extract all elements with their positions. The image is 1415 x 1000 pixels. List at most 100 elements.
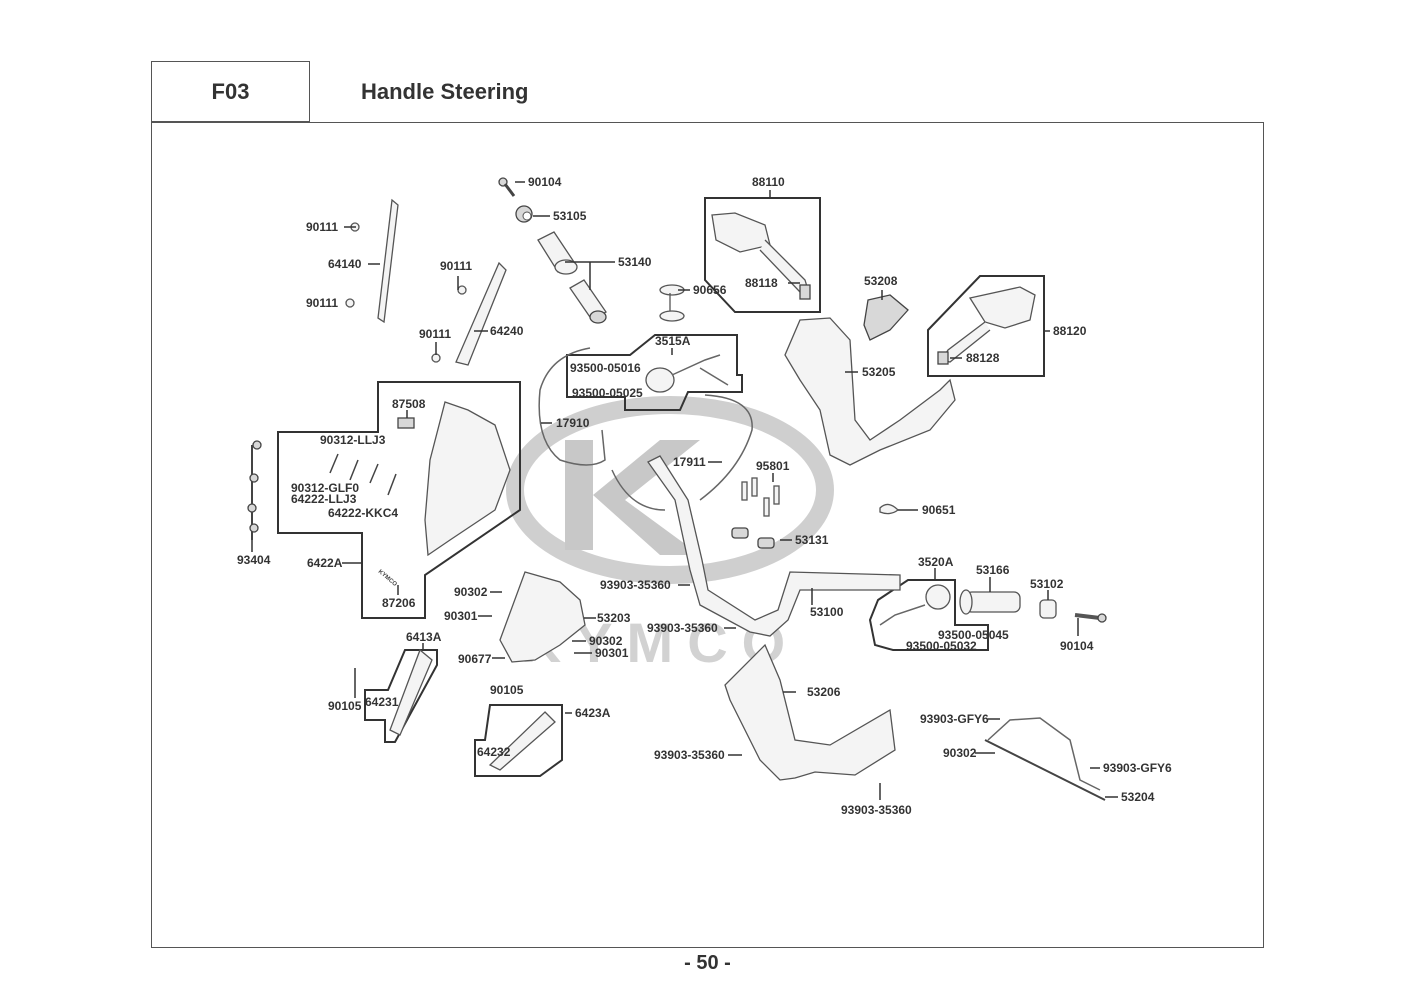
inner-cover-53206 bbox=[724, 643, 896, 781]
part-label: 90105 bbox=[328, 699, 362, 713]
group-box-6422A bbox=[277, 381, 521, 619]
cable-17910 bbox=[538, 347, 606, 466]
part-label: 64140 bbox=[328, 257, 362, 271]
trim-strip-64140 bbox=[345, 198, 399, 324]
part-label: 90656 bbox=[693, 283, 727, 297]
windscreen-6422A bbox=[424, 401, 511, 557]
page-number: - 50 - bbox=[684, 952, 731, 974]
handlebar-53100 bbox=[647, 455, 901, 637]
part-label: 53204 bbox=[1121, 790, 1155, 804]
page-title: Handle Steering bbox=[309, 61, 1264, 122]
part-label: 64232 bbox=[477, 745, 511, 759]
trim-strip-64240 bbox=[431, 261, 507, 366]
meter-cover-53203 bbox=[499, 571, 586, 663]
part-label: 90312-GLF0 bbox=[291, 481, 359, 495]
group-box-3520A bbox=[868, 579, 989, 651]
part-label: 90105 bbox=[490, 683, 524, 697]
frame-53204 bbox=[984, 717, 1106, 801]
part-label: 53102 bbox=[1030, 577, 1064, 591]
part-label: 6413A bbox=[406, 630, 442, 644]
screws-6422A bbox=[329, 453, 397, 496]
part-label: 53205 bbox=[862, 365, 896, 379]
kymco-watermark-logo: KYMCO bbox=[506, 396, 834, 674]
part-label: 90302 bbox=[943, 746, 977, 760]
part-label: 93903-35360 bbox=[647, 621, 718, 635]
part-label: 87206 bbox=[382, 596, 416, 610]
part-label: 64240 bbox=[490, 324, 524, 338]
diagram-frame bbox=[151, 122, 1264, 948]
trim-6423A bbox=[488, 711, 556, 771]
part-label: 53140 bbox=[618, 255, 652, 269]
part-label: 90111 bbox=[419, 327, 451, 341]
cover-53208 bbox=[863, 294, 909, 341]
label-87508 bbox=[397, 417, 415, 429]
bar-end-weight-53105 bbox=[515, 205, 533, 223]
part-label: 90302 bbox=[454, 585, 488, 599]
part-label: 90301 bbox=[595, 646, 629, 660]
part-label: 53105 bbox=[553, 209, 587, 223]
part-label: 93500-05016 bbox=[570, 361, 641, 375]
switch-assembly-3515A bbox=[645, 354, 729, 393]
part-label: 6423A bbox=[575, 706, 611, 720]
part-label: 90677 bbox=[458, 652, 492, 666]
part-label: 53100 bbox=[810, 605, 844, 619]
part-label: 90302 bbox=[589, 634, 623, 648]
part-label: 93903-35360 bbox=[654, 748, 725, 762]
part-label: 3520A bbox=[918, 555, 954, 569]
bar-end-weight-53102 bbox=[1039, 599, 1057, 619]
part-label: 88110 bbox=[752, 175, 785, 189]
clip-90656 bbox=[659, 284, 685, 322]
grip-53140 bbox=[537, 231, 607, 324]
part-label: 53166 bbox=[976, 563, 1010, 577]
part-label: 90104 bbox=[528, 175, 562, 189]
group-box-6413A bbox=[364, 649, 438, 743]
part-labels: 90104 53105 53140 90656 90111 64140 9011… bbox=[237, 175, 1172, 817]
part-label: 90104 bbox=[1060, 639, 1094, 653]
section-code: F03 bbox=[151, 61, 309, 122]
part-label: 3515A bbox=[655, 334, 691, 348]
mirror-88110 bbox=[711, 212, 811, 300]
part-label: 93404 bbox=[237, 553, 271, 567]
front-cover-53205 bbox=[784, 317, 956, 466]
part-label: 88118 bbox=[745, 276, 778, 290]
switch-assembly-3520A bbox=[879, 584, 951, 626]
part-label: 64222-KKC4 bbox=[328, 506, 398, 520]
part-label: 6422A bbox=[307, 556, 343, 570]
group-box-6423A bbox=[474, 704, 563, 777]
bolt-90104-top bbox=[498, 177, 516, 197]
handle-holder-53131 bbox=[731, 527, 775, 549]
part-label: 17911 bbox=[673, 455, 706, 469]
bolts-93404 bbox=[247, 440, 262, 540]
part-label: 64231 bbox=[365, 695, 399, 709]
part-label: 64222-LLJ3 bbox=[291, 492, 357, 506]
group-box-88110 bbox=[704, 197, 821, 313]
part-label: 93903-35360 bbox=[841, 803, 912, 817]
part-label: 88128 bbox=[966, 351, 1000, 365]
part-label: 90111 bbox=[306, 296, 338, 310]
part-label: 93903-35360 bbox=[600, 578, 671, 592]
bolts-95801 bbox=[741, 477, 780, 517]
part-label: 93903-GFY6 bbox=[1103, 761, 1172, 775]
part-label: 90312-LLJ3 bbox=[320, 433, 386, 447]
group-box-88120 bbox=[927, 275, 1045, 377]
kymco-emblem-87206: KYMCO bbox=[377, 569, 398, 588]
part-label: 53131 bbox=[795, 533, 829, 547]
leader-lines bbox=[251, 181, 1118, 800]
bolt-90104-right bbox=[1074, 613, 1107, 623]
part-label: 90301 bbox=[444, 609, 478, 623]
part-label: 90651 bbox=[922, 503, 956, 517]
part-label: 95801 bbox=[756, 459, 790, 473]
part-label: 17910 bbox=[556, 416, 590, 430]
part-label: 53206 bbox=[807, 685, 841, 699]
mirror-88120 bbox=[937, 286, 1036, 365]
part-label: 53208 bbox=[864, 274, 898, 288]
part-label: 53203 bbox=[597, 611, 631, 625]
part-label: 93500-05032 bbox=[906, 639, 977, 653]
part-label: 88120 bbox=[1053, 324, 1087, 338]
part-label: 90111 bbox=[306, 220, 338, 234]
part-label: 90111 bbox=[440, 259, 472, 273]
group-box-3515A bbox=[566, 334, 743, 411]
cable-17911 bbox=[611, 394, 753, 511]
part-label: 93500-05045 bbox=[938, 628, 1009, 642]
